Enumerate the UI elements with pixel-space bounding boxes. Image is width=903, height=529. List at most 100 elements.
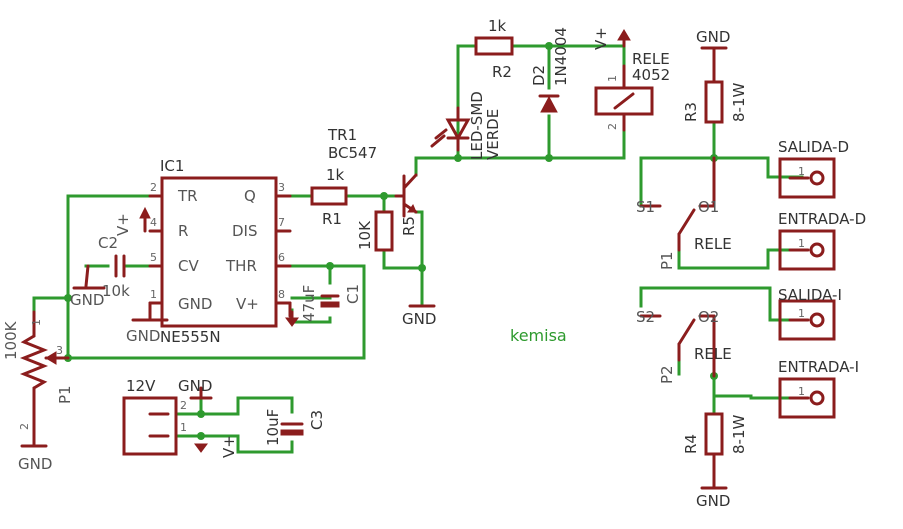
salida-i-pin: 1 [798, 307, 805, 320]
switch1-o1: O1 [698, 198, 719, 216]
r2-value: 1k [488, 17, 507, 35]
c2-ref: C2 [98, 234, 118, 252]
ic1-value: NE555N [160, 328, 221, 346]
author-signature: kemisa [510, 326, 567, 345]
ic1-pin-num-5: 5 [150, 251, 157, 264]
d2-diode [538, 94, 560, 113]
tr1-transistor [394, 173, 418, 218]
vplus-symbol-relay [617, 29, 631, 48]
p1-potentiometer [19, 310, 70, 448]
entrada-d-label: ENTRADA-D [778, 210, 866, 228]
p1-pin-3: 3 [56, 344, 63, 357]
d2-value: 1N4004 [552, 27, 570, 86]
vplus-label-relay: V+ [592, 27, 610, 50]
switch1-s1: S1 [636, 198, 655, 216]
power-connector-label: 12V [126, 377, 156, 395]
tr1-value: BC547 [328, 144, 377, 162]
c3-ref: C3 [308, 410, 326, 430]
gnd-label-r3: GND [696, 28, 730, 46]
r5-resistor [374, 210, 394, 252]
switch1-p: P1 [658, 251, 676, 270]
entrada-d-pin: 1 [798, 237, 805, 250]
gnd-label-c2: GND [70, 291, 104, 309]
p1-ref: P1 [56, 385, 74, 404]
relay-value: 4052 [632, 66, 670, 84]
junctions [64, 42, 718, 440]
r4-resistor [700, 412, 728, 490]
gnd-label-p1: GND [18, 455, 52, 473]
led-color: VERDE [484, 109, 502, 160]
c1-capacitor [285, 294, 340, 327]
power-connector-pin-2: 2 [180, 399, 187, 412]
p1-pin-2: 2 [18, 423, 31, 430]
ic1-pin-thr: THR [225, 257, 257, 275]
ic1-pin-tr: TR [177, 187, 198, 205]
ic1-pin-num-8: 8 [278, 288, 285, 301]
relay-ref: RELE [632, 50, 670, 68]
relay-switch-1 [639, 156, 716, 252]
ic1-pin-num-4: 4 [150, 216, 157, 229]
ic1-pin-num-3: 3 [278, 181, 285, 194]
entrada-i-pin: 1 [798, 385, 805, 398]
ic1-pin-q: Q [244, 187, 256, 205]
r3-resistor [700, 46, 728, 124]
connector-salida-i [778, 299, 836, 341]
labels: IC1 NE555N TR Q R DIS CV THR GND V+ 2 4 … [2, 17, 866, 510]
ic1-pin-r: R [178, 222, 188, 240]
power-connector-12v [122, 386, 213, 456]
ic1-pin-num-7: 7 [278, 216, 285, 229]
salida-i-label: SALIDA-I [778, 286, 842, 304]
ic1-pin-num-6: 6 [278, 251, 285, 264]
vplus-label-power: V+ [220, 435, 238, 458]
relay-coil [594, 64, 654, 132]
p1-value: 100K [2, 320, 20, 360]
ic1-pin-gnd: GND [178, 295, 212, 313]
connector-entrada-d [778, 229, 836, 271]
ic1-pin-num-2: 2 [150, 181, 157, 194]
salida-d-pin: 1 [798, 165, 805, 178]
gnd-label-r4: GND [696, 492, 730, 510]
p1-pin-1: 1 [30, 319, 43, 326]
salida-d-label: SALIDA-D [778, 138, 849, 156]
r5-value: 10K [356, 220, 374, 250]
ic1-pin-num-1: 1 [150, 288, 157, 301]
tr1-ref: TR1 [327, 126, 357, 144]
r1-value: 1k [326, 166, 345, 184]
switch1-label: RELE [694, 235, 732, 253]
ic1-ne555 [131, 176, 292, 328]
r4-ref: R4 [682, 434, 700, 454]
ic1-ref: IC1 [160, 157, 184, 175]
switch2-o2: O2 [698, 308, 719, 326]
c2-capacitor [72, 254, 126, 290]
c3-capacitor [280, 422, 304, 436]
relay-pin-2: 2 [606, 123, 619, 130]
r1-ref: R1 [322, 210, 342, 228]
r2-ref: R2 [492, 63, 512, 81]
r3-value: 8-1W [730, 83, 748, 122]
gnd-label-transistor: GND [402, 310, 436, 328]
gnd-label-power: GND [178, 377, 212, 395]
power-connector-pin-1: 1 [180, 421, 187, 434]
relay-switch-2 [639, 314, 716, 378]
vplus-label-ic: V+ [114, 213, 132, 236]
switch2-p: P2 [658, 365, 676, 384]
led-smd [430, 106, 471, 152]
ic1-pin-vplus: V+ [236, 295, 259, 313]
d2-ref: D2 [530, 65, 548, 86]
r1-resistor [310, 186, 348, 206]
r2-resistor [474, 36, 514, 56]
switch2-label: RELE [694, 345, 732, 363]
switch2-s2: S2 [636, 308, 655, 326]
c2-value: 10k [102, 282, 130, 300]
ic1-pin-dis: DIS [232, 222, 258, 240]
gnd-label-ic: GND [126, 327, 160, 345]
c1-ref: C1 [344, 284, 362, 304]
c3-value: 10uF [264, 409, 282, 446]
relay-pin-1: 1 [606, 75, 619, 82]
connector-salida-d [778, 157, 836, 199]
r3-ref: R3 [682, 102, 700, 122]
connector-entrada-i [778, 377, 836, 419]
led-value: LED-SMD [468, 91, 486, 160]
